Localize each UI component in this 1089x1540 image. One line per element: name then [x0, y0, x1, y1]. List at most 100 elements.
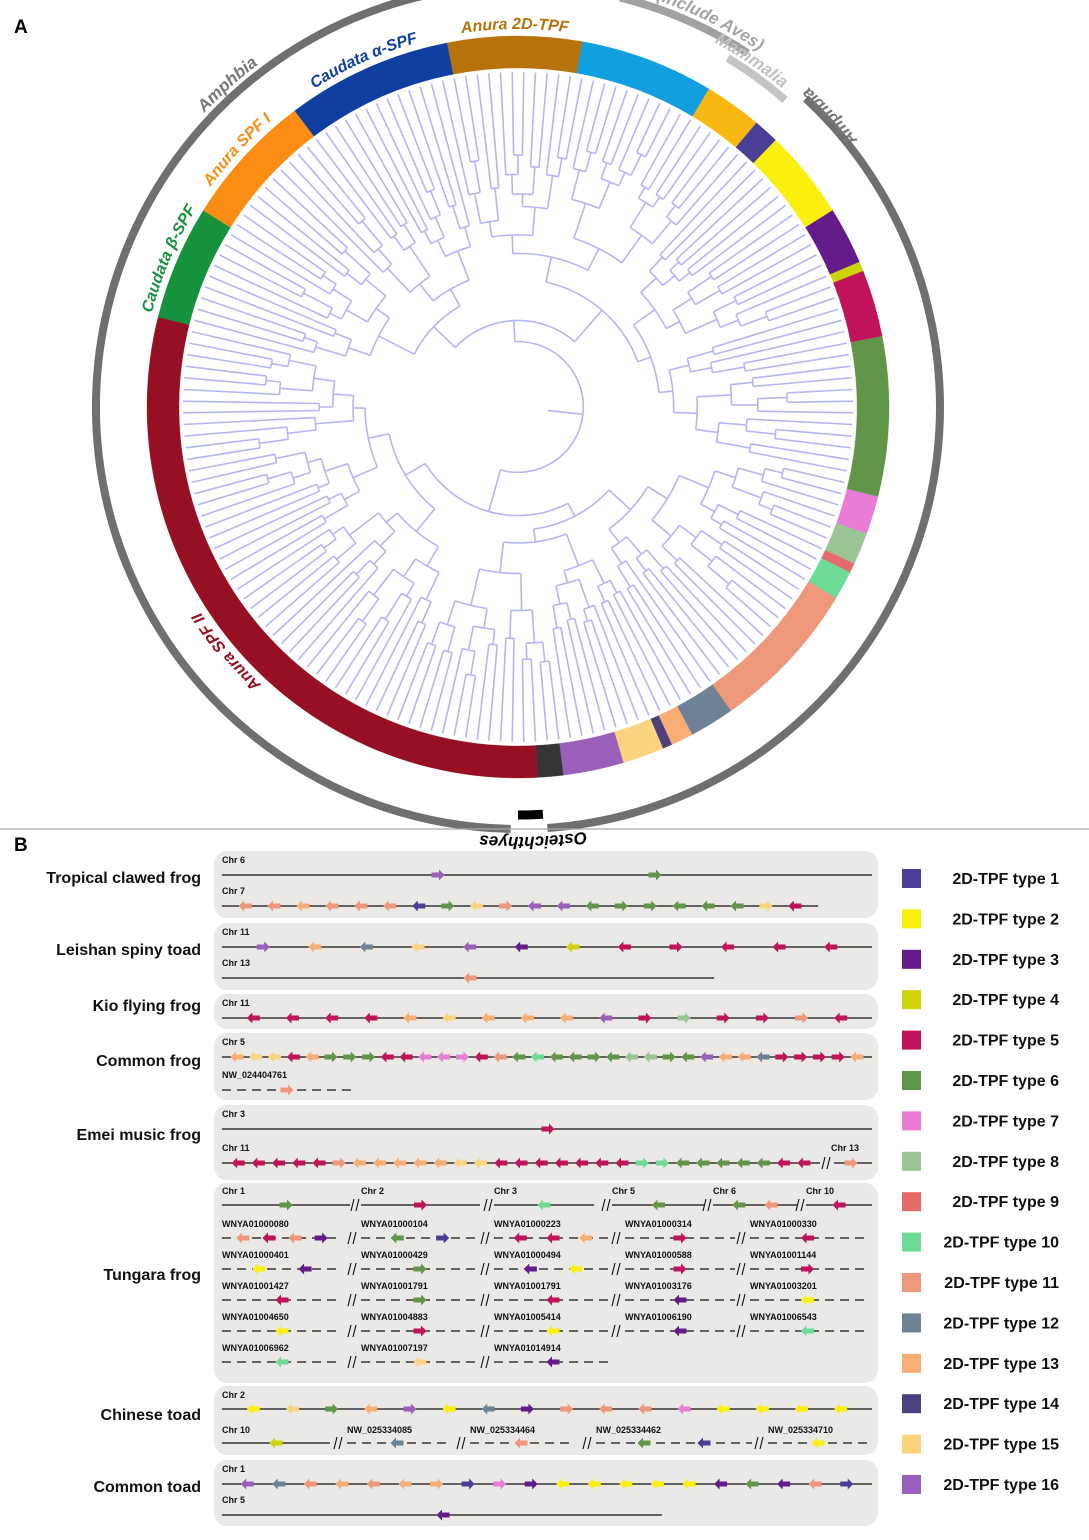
break-mark [480, 1293, 490, 1307]
legend-swatch [902, 1111, 921, 1131]
gene-arrow [643, 900, 657, 912]
chromosome-label: Chr 1 [222, 1464, 245, 1474]
gene-arrow [332, 1157, 346, 1169]
chromosome-label: NW_025334464 [470, 1425, 535, 1435]
gene-arrow [794, 1051, 808, 1063]
legend-swatch [902, 949, 921, 969]
gene-arrow [514, 1157, 528, 1169]
clade-label-text: Anura 2D-TPF [459, 16, 571, 37]
gene-arrow [721, 941, 735, 953]
gene-arrow [354, 900, 368, 912]
gene-arrow [335, 1478, 349, 1490]
gene-arrow [403, 1403, 417, 1415]
chromosome-label: Chr 13 [831, 1143, 859, 1153]
break-mark [736, 1324, 746, 1338]
gene-arrow [390, 1232, 404, 1244]
gene-arrow [470, 900, 484, 912]
gene-arrow [595, 1157, 609, 1169]
gene-arrow [362, 1051, 376, 1063]
gene-arrow [481, 1403, 495, 1415]
break-mark [333, 1436, 343, 1450]
species-name: Emei music frog [77, 1127, 201, 1144]
gene-arrow [364, 1403, 378, 1415]
gene-arrow [579, 1232, 593, 1244]
gene-arrow [560, 1403, 574, 1415]
legend-label: 2D-TPF type 6 [952, 1073, 1059, 1090]
gene-arrow [249, 1051, 263, 1063]
chromosome-label: Chr 11 [222, 927, 250, 937]
chromosome-label: Chr 3 [222, 1109, 245, 1119]
gene-arrow [413, 1263, 427, 1275]
break-mark [582, 1436, 592, 1450]
legend-swatch [902, 990, 921, 1010]
gene-arrow [324, 1051, 338, 1063]
gene-arrow [812, 1051, 826, 1063]
species-box [214, 994, 878, 1029]
gene-arrow [231, 1157, 245, 1169]
chromosome-label: WNYA01004883 [361, 1312, 428, 1322]
gene-arrow [669, 941, 683, 953]
gene-arrow [269, 1437, 283, 1449]
gene-arrow [285, 1012, 299, 1024]
chromosome-label: WNYA01000223 [494, 1219, 561, 1229]
clade-sector [535, 743, 564, 778]
gene-arrow [714, 1478, 728, 1490]
species-box [214, 1386, 878, 1455]
break-mark [795, 1198, 805, 1212]
chromosome-label: Chr 1 [222, 1186, 245, 1196]
break-mark [480, 1231, 490, 1245]
gene-arrow [303, 1478, 317, 1490]
gene-arrow [390, 1437, 404, 1449]
species-name: Common toad [93, 1479, 201, 1496]
panel-label-b: B [14, 835, 28, 856]
gene-arrow [267, 900, 281, 912]
chromosome-label: WNYA01001791 [494, 1281, 561, 1291]
chromosome-label: WNYA01005414 [494, 1312, 561, 1322]
gene-arrow [755, 1012, 769, 1024]
gene-arrow [441, 900, 455, 912]
taxon-arc [619, 0, 750, 57]
gene-arrow [314, 1232, 328, 1244]
panel-label-a: A [14, 17, 28, 38]
chromosome-label: WNYA01000104 [361, 1219, 428, 1229]
gene-arrow [343, 1051, 357, 1063]
gene-arrow [650, 1478, 664, 1490]
gene-arrow [262, 1232, 276, 1244]
gene-arrow [383, 900, 397, 912]
taxon-label-text: Amphbia [798, 84, 862, 150]
legend-label: 2D-TPF type 14 [943, 1396, 1059, 1413]
chromosome-label: WNYA01000314 [625, 1219, 692, 1229]
gene-arrow [252, 1263, 266, 1275]
gene-arrow [759, 900, 773, 912]
gene-arrow [474, 1051, 488, 1063]
chromosome-label: WNYA01006962 [222, 1343, 289, 1353]
gene-arrow [436, 1509, 450, 1521]
gene-arrow [831, 1051, 845, 1063]
gene-arrow [246, 1012, 260, 1024]
gene-arrow [275, 1356, 289, 1368]
gene-arrow [736, 1157, 750, 1169]
gene-arrow [312, 1157, 326, 1169]
gene-arrow [541, 1123, 555, 1135]
break-mark [347, 1262, 357, 1276]
chromosome-label: Chr 2 [361, 1186, 384, 1196]
gene-arrow [413, 1356, 427, 1368]
gene-arrow [638, 1012, 652, 1024]
gene-arrow [240, 1478, 254, 1490]
gene-arrow [523, 1263, 537, 1275]
gene-arrow [587, 1478, 601, 1490]
gene-arrow [756, 1157, 770, 1169]
legend-label: 2D-TPF type 12 [943, 1315, 1059, 1332]
gene-arrow [700, 1051, 714, 1063]
legend-swatch [902, 1353, 921, 1373]
gene-arrow [366, 1478, 380, 1490]
chromosome-label: WNYA01006190 [625, 1312, 692, 1322]
gene-arrow [788, 900, 802, 912]
gene-arrow [413, 1294, 427, 1306]
gene-arrow [696, 1157, 710, 1169]
